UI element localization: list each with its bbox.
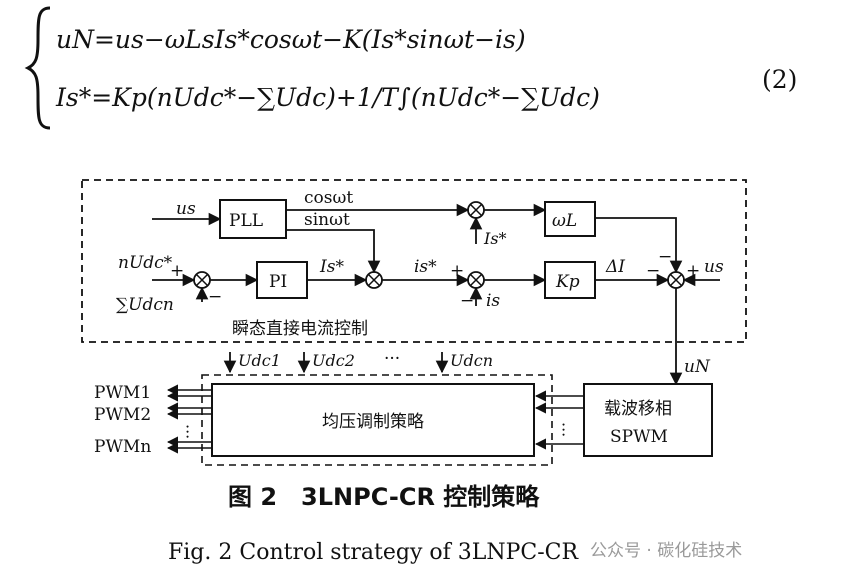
minus-wl-label: − bbox=[658, 247, 672, 267]
spwm-block: 载波移相 SPWM bbox=[583, 383, 713, 457]
udcn-label: Udcn bbox=[450, 351, 493, 370]
sum-udcn-label: ∑Udcn bbox=[116, 295, 174, 315]
sum-junction-udc bbox=[193, 271, 211, 289]
watermark: 公众号 · 碳化硅技术 bbox=[590, 541, 742, 561]
input-us-label: us bbox=[176, 199, 196, 219]
minus-current-label: − bbox=[460, 291, 474, 311]
equation-2: uN=us−ωLsIs*cosωt−K(Is*sinωt−is) Is*=Kp(… bbox=[24, 6, 797, 130]
svg-text:PI: PI bbox=[269, 272, 287, 292]
pwmn-label: PWMn bbox=[94, 437, 151, 457]
svg-text:载波移相: 载波移相 bbox=[604, 399, 672, 419]
plus-us-label: + bbox=[686, 261, 700, 281]
plus-current-label: + bbox=[450, 261, 464, 281]
pwm2-label: PWM2 bbox=[94, 405, 151, 425]
sum-junction-current bbox=[467, 271, 485, 289]
spwm-dots: ··· bbox=[554, 422, 573, 437]
signal-lines bbox=[152, 203, 720, 386]
pll-block: PLL bbox=[219, 199, 287, 239]
transient-current-control-region bbox=[81, 179, 747, 343]
cos-label: cosωt bbox=[304, 188, 353, 208]
udc-dots-label: ··· bbox=[384, 349, 400, 369]
sum-junction-output bbox=[667, 271, 685, 289]
balance-modulation-block: 均压调制策略 bbox=[211, 383, 535, 457]
svg-text:均压调制策略: 均压调制策略 bbox=[322, 412, 424, 432]
pi-block: PI bbox=[256, 261, 308, 299]
minus-udc-label: − bbox=[208, 287, 222, 307]
is-star-label: is* bbox=[414, 257, 437, 277]
caption-chinese: 图 2 3LNPC-CR 控制策略 bbox=[228, 483, 540, 511]
udc1-label: Udc1 bbox=[238, 351, 281, 370]
equation-line-1: uN=us−ωLsIs*cosωt−K(Is*sinωt−is) bbox=[56, 25, 526, 54]
plus-udc-label: + bbox=[170, 261, 184, 281]
udc2-label: Udc2 bbox=[312, 351, 355, 370]
wl-block: ωL bbox=[544, 201, 596, 237]
spwm-to-balance-arrows bbox=[534, 390, 584, 450]
sin-label: sinωt bbox=[304, 210, 350, 230]
un-label: uN bbox=[684, 357, 711, 377]
input-us-right-label: us bbox=[704, 257, 724, 277]
pwm-output-arrows bbox=[166, 384, 212, 454]
signal-labels: us cosωt sinωt Is* nUdc* + ∑Udcn − Is* i… bbox=[116, 188, 724, 377]
svg-text:PLL: PLL bbox=[229, 211, 263, 231]
transient-current-control-label: 瞬态直接电流控制 bbox=[232, 319, 368, 339]
nudc-ref-label: nUdc* bbox=[118, 253, 173, 273]
is-ref-top-label: Is* bbox=[483, 229, 507, 248]
svg-text:ωL: ωL bbox=[552, 211, 577, 231]
svg-text:Kp: Kp bbox=[555, 272, 580, 292]
equation-brace bbox=[24, 6, 51, 130]
balance-region-dashed bbox=[201, 374, 553, 466]
multiply-junction-is bbox=[365, 271, 383, 289]
pwm-dots: ··· bbox=[178, 424, 197, 439]
equation-number: (2) bbox=[762, 65, 797, 94]
caption-english: Fig. 2 Control strategy of 3LNPC-CR bbox=[168, 540, 580, 565]
is-ref-mid-label: Is* bbox=[319, 257, 344, 277]
minus-kp-label: − bbox=[646, 261, 660, 281]
is-feedback-label: is bbox=[486, 291, 500, 311]
delta-i-label: ΔI bbox=[605, 257, 625, 277]
sum-junction-top bbox=[467, 201, 485, 219]
svg-text:SPWM: SPWM bbox=[610, 427, 668, 447]
kp-block: Kp bbox=[544, 261, 596, 299]
equation-line-2: Is*=Kp(nUdc*−∑Udc)+1/T∫(nUdc*−∑Udc) bbox=[55, 83, 600, 112]
pwm1-label: PWM1 bbox=[94, 383, 151, 403]
